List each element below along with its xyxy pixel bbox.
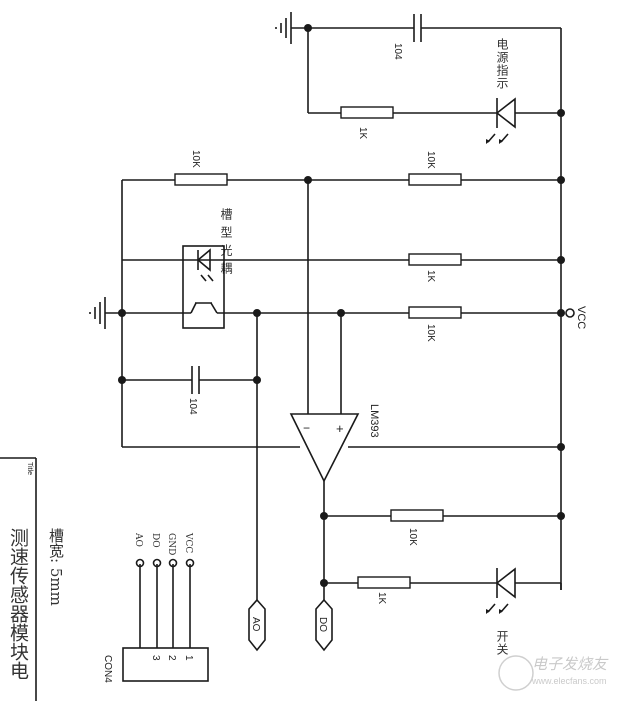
svg-text:1: 1 xyxy=(183,655,194,661)
ground-symbol-top xyxy=(275,12,292,44)
resistor-power-led-label: 1K xyxy=(357,127,368,140)
resistor-right-1 xyxy=(408,173,462,186)
resistor-top-left-label: 10K xyxy=(190,150,201,168)
watermark-url: www.elecfans.com xyxy=(531,676,607,686)
vcc-label: VCC xyxy=(575,306,587,329)
svg-text:3: 3 xyxy=(150,655,161,661)
power-led-icon xyxy=(486,97,561,144)
comparator-label: LM393 xyxy=(368,404,380,438)
slot-optocoupler xyxy=(182,245,225,329)
vcc-terminal xyxy=(565,308,575,318)
svg-text:GND: GND xyxy=(166,533,176,555)
resistor-right-2-label: 1K xyxy=(425,270,436,283)
resistor-pullup-label: 10K xyxy=(407,528,418,546)
slot-width-note: 槽宽: 5mm xyxy=(47,528,65,606)
resistor-right-2 xyxy=(408,253,462,266)
resistor-power-led xyxy=(340,106,394,119)
port-ao[interactable]: AO xyxy=(248,598,266,652)
resistor-right-3 xyxy=(408,306,462,319)
comparator-minus: − xyxy=(303,421,310,435)
port-do[interactable]: DO xyxy=(315,598,333,652)
resistor-switch-led xyxy=(357,576,411,589)
watermark: 电子发烧友 www.elecfans.com xyxy=(498,655,609,691)
connector-label: CON4 xyxy=(102,655,113,683)
switch-led-icon xyxy=(486,567,561,614)
svg-text:AO: AO xyxy=(250,617,261,632)
connector-con4: 1 2 3 VCC GND DO AO xyxy=(122,532,209,682)
optocoupler-label: 槽型光耦 xyxy=(219,208,233,280)
resistor-right-1-label: 10K xyxy=(425,151,436,169)
switch-led-label: 开关 xyxy=(495,630,509,656)
power-led-label: 电源指示 xyxy=(495,38,509,90)
capacitor-mid-label: 104 xyxy=(187,398,198,415)
comparator-lm393: − + xyxy=(289,413,360,483)
ground-symbol-mid xyxy=(89,297,106,329)
title-text: 测速传感器模块电 xyxy=(7,528,29,680)
svg-text:VCC: VCC xyxy=(183,532,193,553)
resistor-top-left xyxy=(174,173,228,186)
title-label: Title xyxy=(26,462,33,475)
svg-text:AO: AO xyxy=(133,532,143,547)
svg-text:DO: DO xyxy=(317,617,328,632)
capacitor-mid xyxy=(191,366,200,394)
resistor-pullup xyxy=(390,509,444,522)
title-block: Title 测速传感器模块电 槽宽: 5mm xyxy=(0,457,65,701)
watermark-brand: 电子发烧友 xyxy=(532,655,609,673)
capacitor-top xyxy=(413,14,422,42)
svg-text:2: 2 xyxy=(166,655,177,661)
junction-dots xyxy=(118,24,565,587)
capacitor-top-label: 104 xyxy=(392,43,403,60)
svg-text:DO: DO xyxy=(150,533,160,548)
resistor-right-3-label: 10K xyxy=(425,324,436,342)
comparator-plus: + xyxy=(336,421,344,436)
resistor-switch-led-label: 1K xyxy=(376,592,387,605)
